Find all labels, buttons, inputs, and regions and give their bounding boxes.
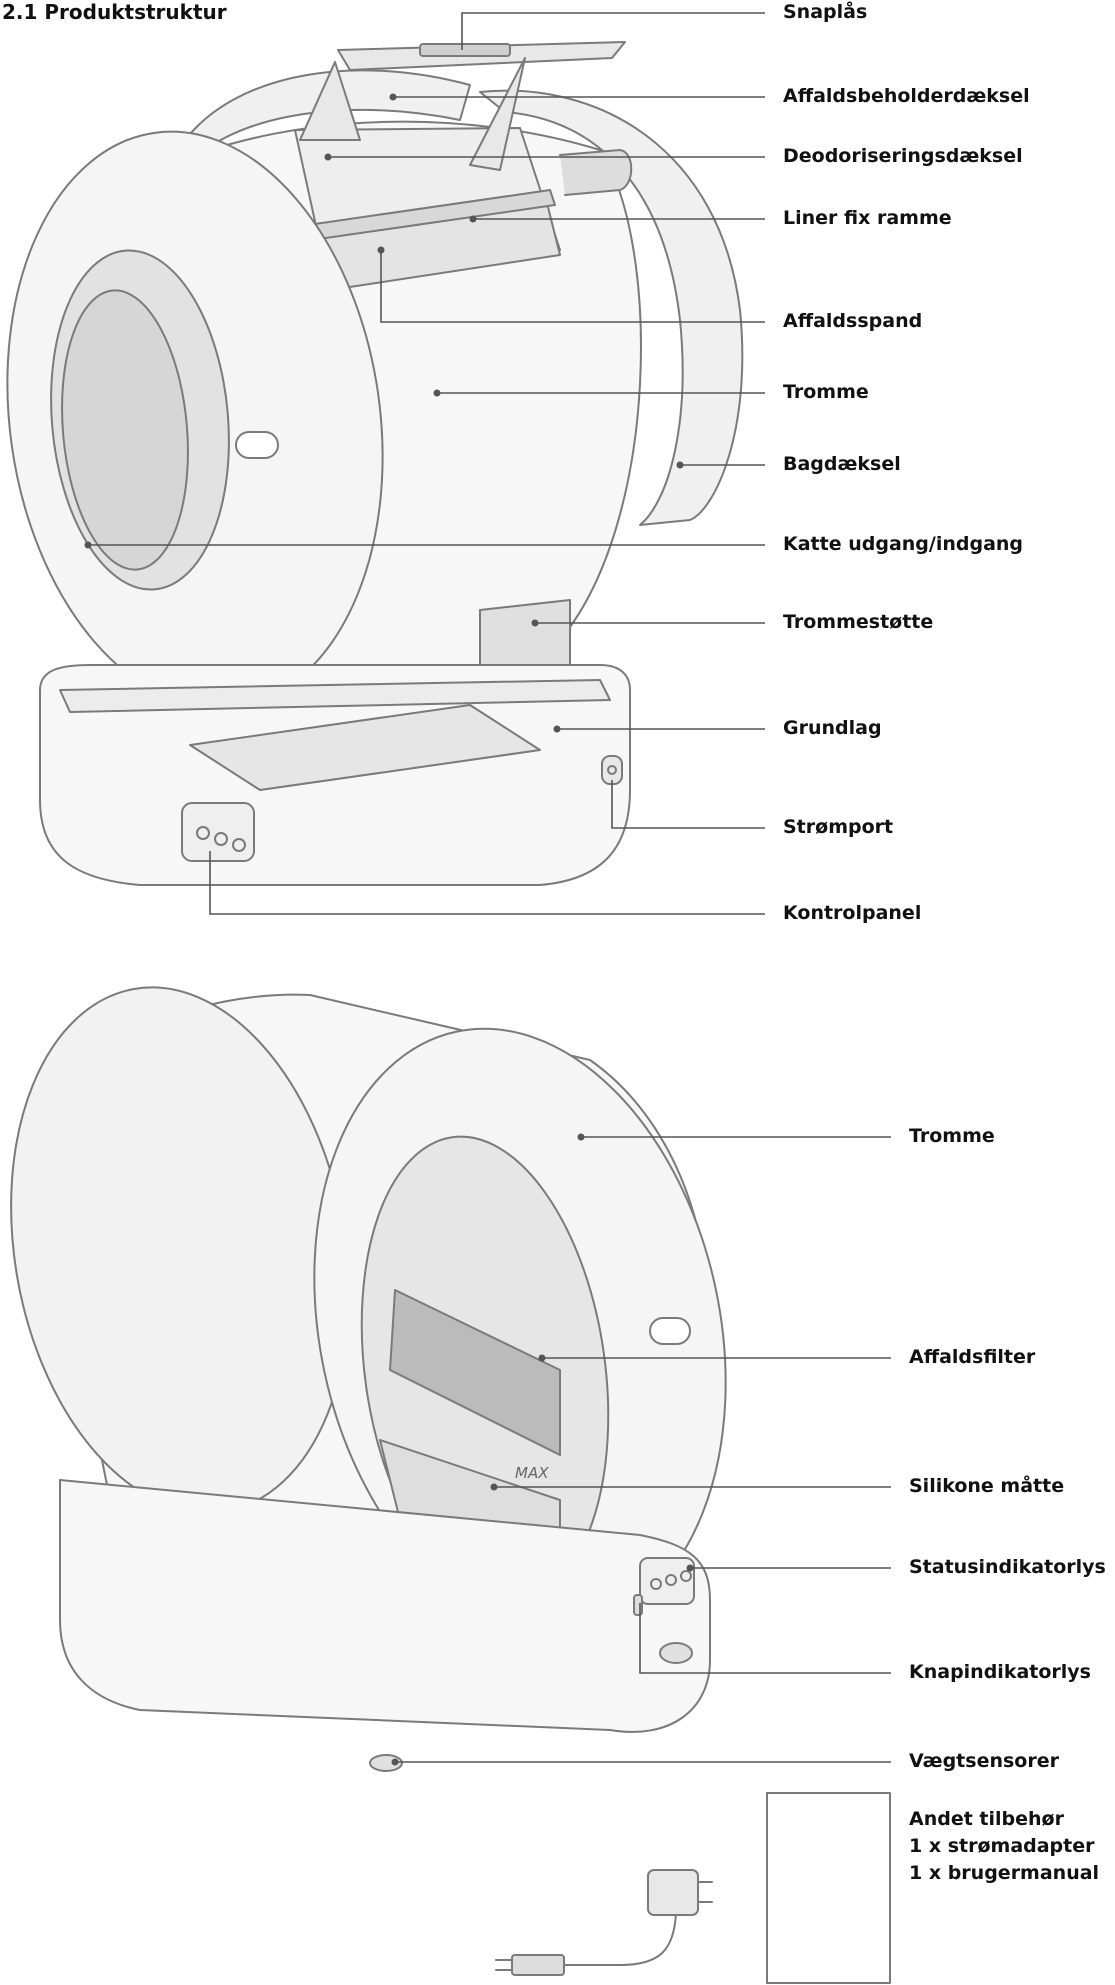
accessory-item-manual: 1 x brugermanual bbox=[909, 1862, 1100, 1884]
manual-shape bbox=[766, 1792, 891, 1984]
label-base: Grundlag bbox=[783, 717, 882, 739]
label-silicone-mat: Silikone måtte bbox=[909, 1475, 1065, 1497]
accessories-title: Andet tilbehør bbox=[909, 1808, 1064, 1830]
snap-lock-shape bbox=[419, 43, 511, 57]
label-snap-lock: Snaplås bbox=[783, 1, 868, 23]
leader-dots bbox=[84, 93, 694, 1766]
leader-lines bbox=[88, 12, 891, 1763]
label-drum-support: Trommestøtte bbox=[783, 611, 934, 633]
power-port-shape bbox=[601, 755, 623, 785]
label-deodorizing-cover: Deodoriseringsdæksel bbox=[783, 145, 1023, 167]
label-cat-entrance: Katte udgang/indgang bbox=[783, 533, 1024, 555]
adapter-cable-shape bbox=[559, 1912, 677, 1966]
label-power-port: Strømport bbox=[783, 816, 894, 838]
closed-unit-illustration: MAX bbox=[10, 986, 727, 1772]
label-drum-bottom: Tromme bbox=[909, 1125, 995, 1147]
label-drum-top: Tromme bbox=[783, 381, 869, 403]
label-button-indicator: Knapindikatorlys bbox=[909, 1661, 1091, 1683]
label-liner-fix-frame: Liner fix ramme bbox=[783, 207, 952, 229]
label-control-panel: Kontrolpanel bbox=[783, 902, 922, 924]
base-shape-2 bbox=[59, 1479, 711, 1733]
label-waste-filter: Affaldsfilter bbox=[909, 1346, 1036, 1368]
label-status-indicator: Statusindikatorlys bbox=[909, 1556, 1106, 1578]
page-title: 2.1 Produktstruktur bbox=[2, 0, 227, 24]
waste-filter-shape bbox=[389, 1289, 561, 1456]
label-weight-sensors: Vægtsensorer bbox=[909, 1750, 1059, 1772]
accessories-block: Andet tilbehør 1 x strømadapter 1 x brug… bbox=[909, 1806, 1099, 1887]
mat-max-text: MAX bbox=[515, 1464, 549, 1482]
label-waste-bin-lid: Affaldsbeholderdæksel bbox=[783, 85, 1030, 107]
accessory-item-adapter: 1 x strømadapter bbox=[909, 1835, 1095, 1857]
label-waste-bin: Affaldsspand bbox=[783, 310, 923, 332]
control-panel-shape bbox=[181, 802, 255, 862]
label-back-cover: Bagdæksel bbox=[783, 453, 901, 475]
accessories-illustration bbox=[495, 1792, 891, 1984]
open-unit-illustration bbox=[6, 41, 744, 886]
